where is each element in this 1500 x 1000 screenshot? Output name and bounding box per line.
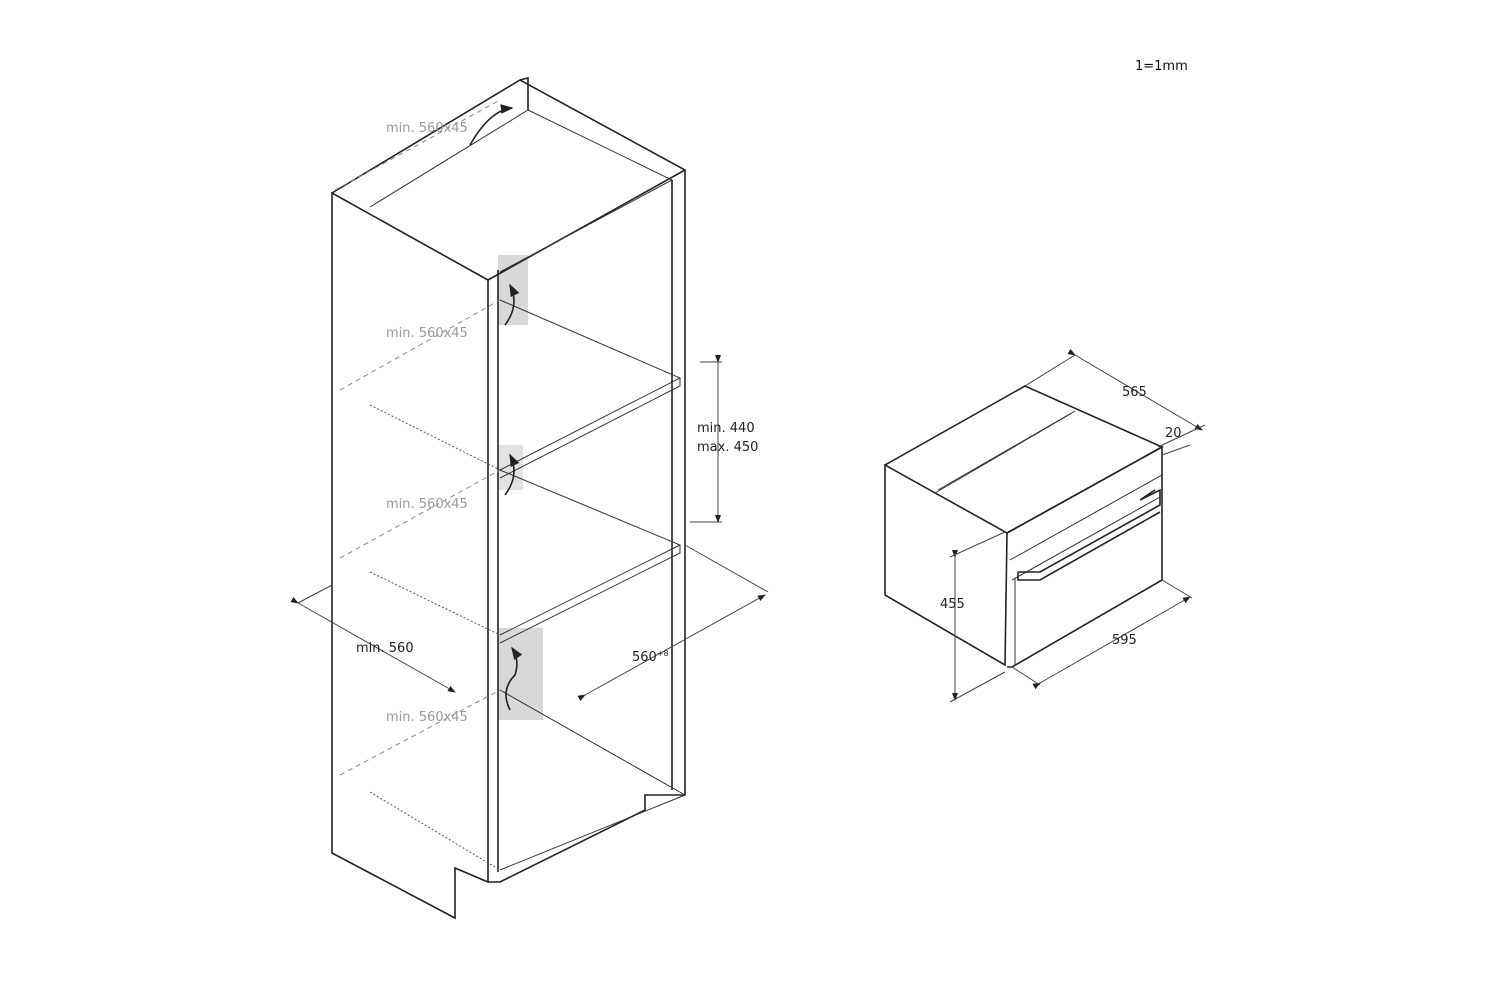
oven-height-label: 455 bbox=[940, 597, 965, 612]
vent-slot-middle bbox=[498, 445, 523, 490]
tall-cabinet bbox=[290, 76, 769, 920]
cabinet-width-label: min. 560 bbox=[356, 641, 414, 656]
vent-label: min. 560x45 bbox=[386, 121, 468, 136]
oven-handle bbox=[1017, 488, 1161, 581]
oven-front-depth-label: 20 bbox=[1165, 426, 1182, 441]
niche-height-min: min. 440 bbox=[697, 421, 755, 436]
niche-width-label: 560+8 bbox=[632, 649, 669, 665]
scale-note: 1=1mm bbox=[1135, 59, 1188, 74]
oven-width-label: 595 bbox=[1112, 633, 1137, 648]
airflow-arrow-icon bbox=[504, 453, 520, 496]
vent-slot-bottom bbox=[498, 628, 543, 720]
niche-height-max: max. 450 bbox=[697, 440, 758, 455]
oven bbox=[883, 348, 1206, 703]
airflow-arrow-icon bbox=[469, 104, 514, 146]
vent-label: min. 560x45 bbox=[386, 497, 468, 512]
airflow-arrow-icon bbox=[504, 283, 520, 326]
oven-depth-label: 565 bbox=[1122, 385, 1147, 400]
vent-label: min. 560x45 bbox=[386, 710, 468, 725]
vent-label: min. 560x45 bbox=[386, 326, 468, 341]
airflow-arrow-icon bbox=[505, 646, 523, 711]
